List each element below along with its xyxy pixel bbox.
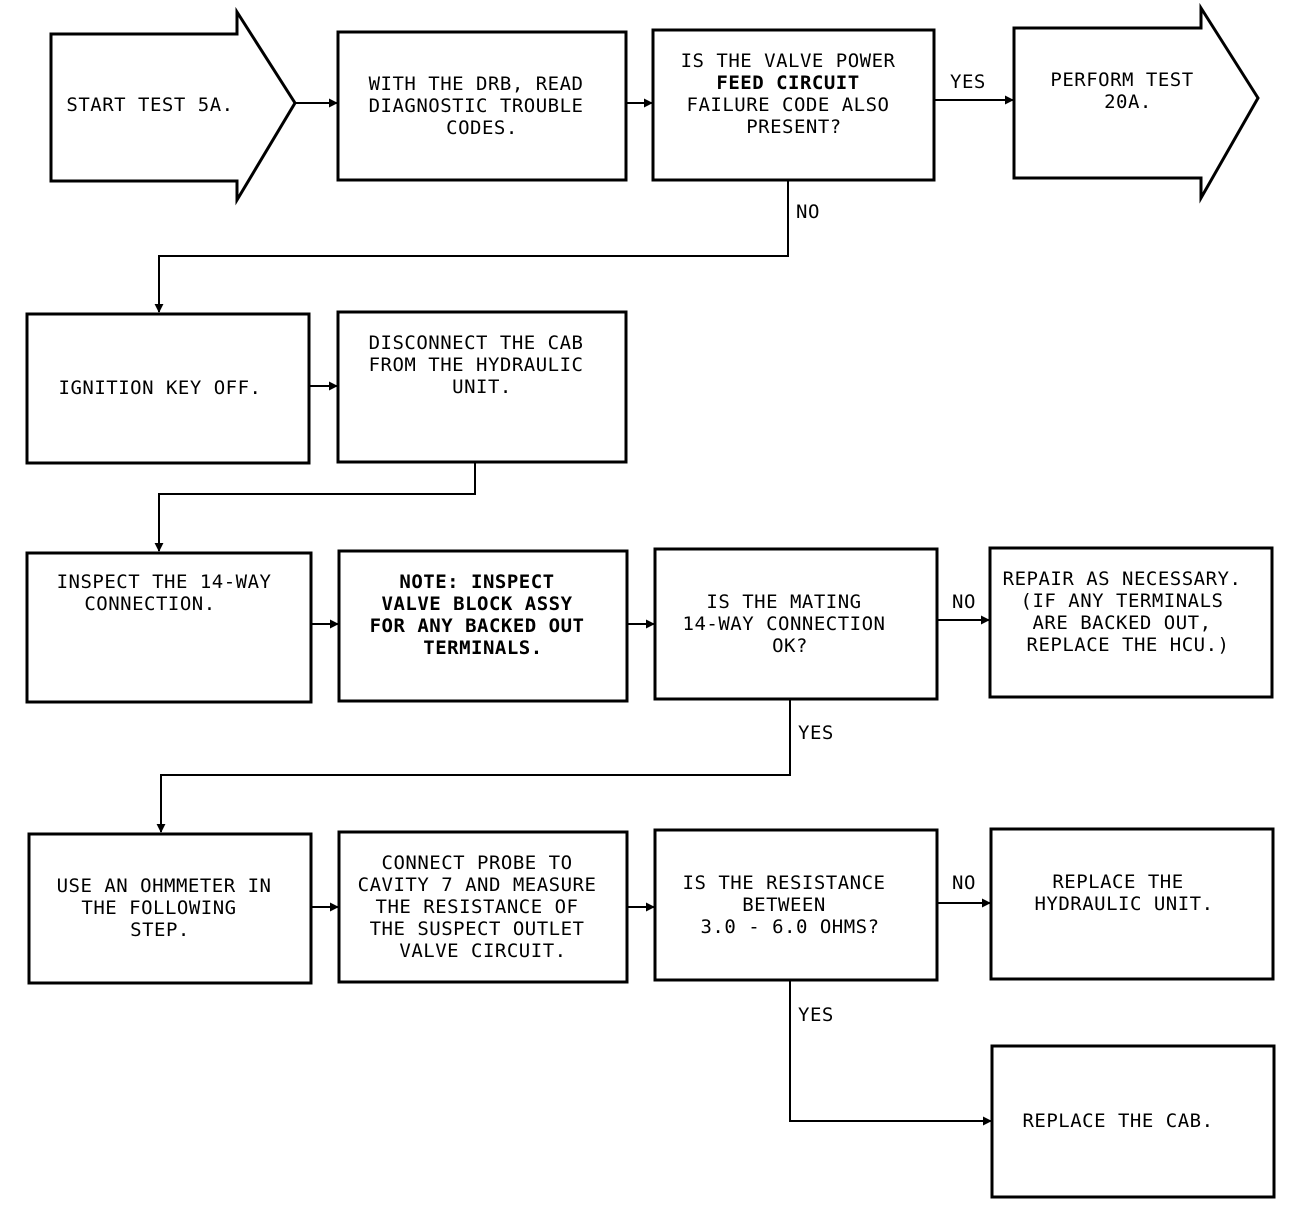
ignition-off-box	[25, 312, 311, 465]
ohmmeter-text: USE AN OHMMETER IN THE FOLLOWING STEP.	[57, 875, 284, 941]
disconnect-cab-text: DISCONNECT THE CAB FROM THE HYDRAULIC UN…	[369, 332, 596, 398]
perform-20a-arrow-shape	[1012, 2, 1260, 204]
start-arrow-shape	[49, 6, 297, 206]
yes-label-mating: YES	[798, 722, 834, 744]
mating-question-text: IS THE MATING 14-WAY CONNECTION OK?	[683, 591, 898, 657]
resistance-question-text: IS THE RESISTANCE BETWEEN 3.0 - 6.0 OHMS…	[683, 872, 898, 938]
ignition-off-text: IGNITION KEY OFF.	[59, 377, 262, 399]
yes-label-valve: YES	[950, 71, 986, 93]
ohmmeter-box	[27, 832, 313, 985]
yes-to-replace-cab-arrow	[789, 980, 992, 1126]
no-to-ignition-arrow	[154, 180, 789, 313]
no-label-mating: NO	[952, 591, 976, 613]
probe-text: CONNECT PROBE TO CAVITY 7 AND MEASURE TH…	[358, 852, 609, 962]
mating-question-box	[653, 547, 939, 701]
read-dtc-text: WITH THE DRB, READ DIAGNOSTIC TROUBLE CO…	[369, 73, 596, 139]
replace-hydraulic-box	[989, 827, 1275, 981]
disconnect-to-inspect-arrow	[154, 462, 476, 552]
repair-box	[988, 546, 1274, 699]
read-dtc-box	[336, 30, 628, 182]
note-box	[337, 549, 629, 703]
yes-label-resistance: YES	[798, 1004, 834, 1026]
yes-to-ohmmeter-arrow	[156, 699, 791, 833]
disconnect-cab-box	[336, 310, 628, 464]
valve-power-question-text: IS THE VALVE POWER FEED CIRCUIT FAILURE …	[681, 50, 908, 138]
note-text: NOTE: INSPECT VALVE BLOCK ASSY FOR ANY B…	[370, 571, 597, 659]
replace-cab-box	[990, 1044, 1276, 1199]
replace-hydraulic-text: REPLACE THE HYDRAULIC UNIT.	[1034, 871, 1213, 915]
repair-text: REPAIR AS NECESSARY. (IF ANY TERMINALS A…	[1003, 568, 1254, 656]
valve-power-question-box	[651, 28, 936, 182]
no-label-valve: NO	[796, 201, 820, 223]
inspect-14way-box	[25, 551, 313, 704]
start-label: START TEST 5A.	[66, 94, 233, 116]
perform-20a-text: PERFORM TEST 20A.	[1050, 69, 1205, 113]
replace-cab-text: REPLACE THE CAB.	[1022, 1110, 1213, 1132]
resistance-question-box	[653, 828, 939, 982]
inspect-14way-text: INSPECT THE 14-WAY CONNECTION.	[57, 571, 284, 615]
no-label-resistance: NO	[952, 872, 976, 894]
